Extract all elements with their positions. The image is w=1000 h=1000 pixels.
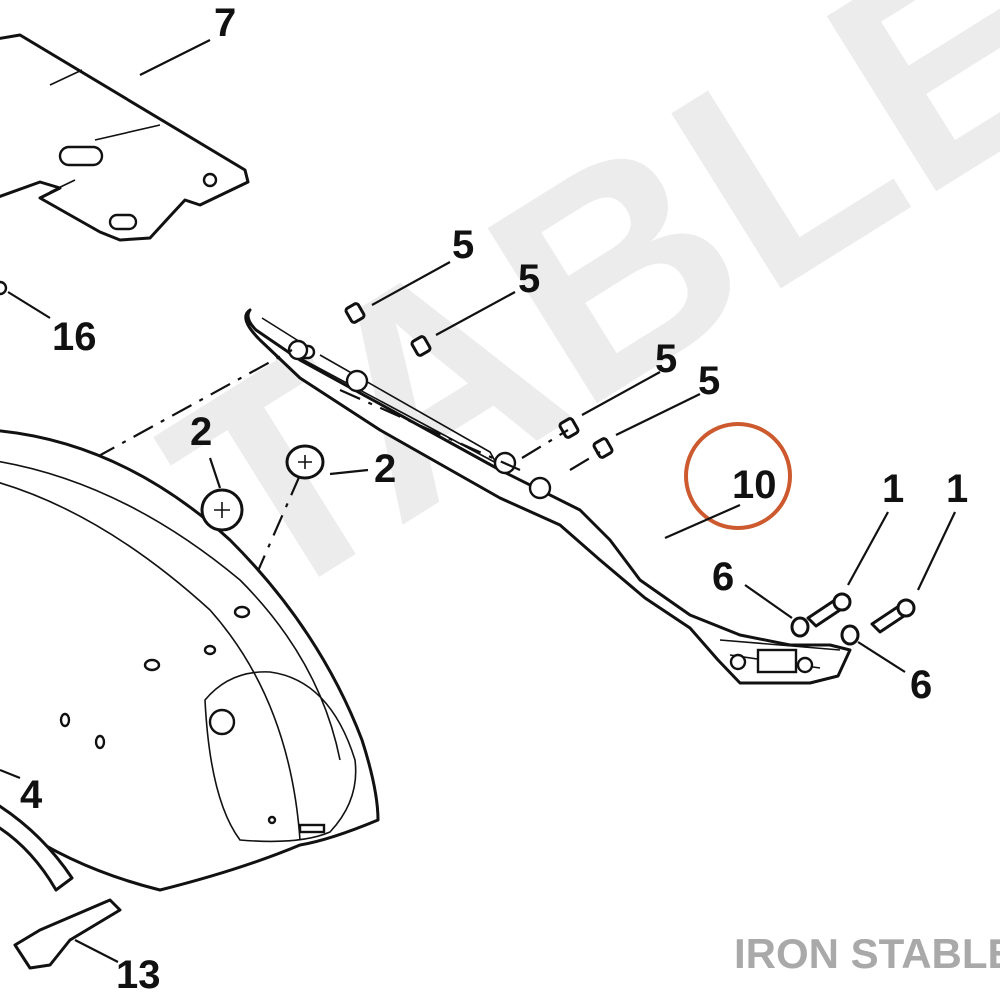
part-10-fender-strut [244, 308, 852, 685]
leader-16 [7, 291, 51, 319]
bolt-1b [870, 598, 916, 634]
washer-6b [840, 624, 860, 646]
callout-10: 10 [732, 463, 777, 507]
callout-5a: 5 [452, 223, 474, 267]
leader-5b [435, 291, 516, 336]
brand-logo: IRON STABLE [734, 930, 1000, 977]
leader-5d [615, 393, 701, 436]
leader-2a [208, 457, 222, 489]
callout-16: 16 [52, 315, 97, 359]
callout-2b: 2 [374, 447, 396, 491]
grommet-2b [285, 444, 325, 480]
callout-1a: 1 [882, 467, 904, 511]
leader-2b [329, 468, 369, 476]
callout-2a: 2 [190, 410, 212, 454]
part-4-strip [0, 804, 74, 892]
part-16-stud [0, 280, 8, 296]
leader-13 [74, 939, 119, 963]
callout-6a: 6 [712, 555, 734, 599]
washer-6a [790, 616, 810, 638]
leader-10 [664, 503, 741, 540]
callout-5c: 5 [655, 337, 677, 381]
leader-6b [857, 641, 906, 673]
screw-5a [344, 302, 366, 324]
leader-1a [847, 511, 889, 586]
assembly-line-mid [339, 388, 521, 472]
assembly-line-5c [521, 429, 569, 459]
leader-4 [0, 768, 21, 780]
leader-6a [744, 584, 793, 619]
callout-6b: 6 [910, 663, 932, 707]
rear-fender [0, 429, 380, 892]
assembly-line-5d [569, 451, 601, 471]
callout-5b: 5 [518, 257, 540, 301]
leader-5a [371, 261, 451, 306]
assembly-line-left [94, 349, 293, 459]
bolt-1a [806, 592, 852, 628]
highlight-ring [684, 422, 792, 530]
leader-5c [581, 371, 661, 416]
screw-5b [410, 335, 432, 357]
part-13-clip [13, 898, 122, 970]
leader-1b [917, 511, 956, 591]
part-7-plate [0, 33, 250, 242]
callout-4: 4 [20, 773, 43, 817]
callout-5d: 5 [698, 359, 720, 403]
callout-1b: 1 [946, 467, 968, 511]
leader-7 [139, 39, 211, 76]
grommet-2a [200, 488, 244, 532]
callout-7: 7 [214, 1, 236, 45]
callout-13: 13 [116, 953, 161, 997]
